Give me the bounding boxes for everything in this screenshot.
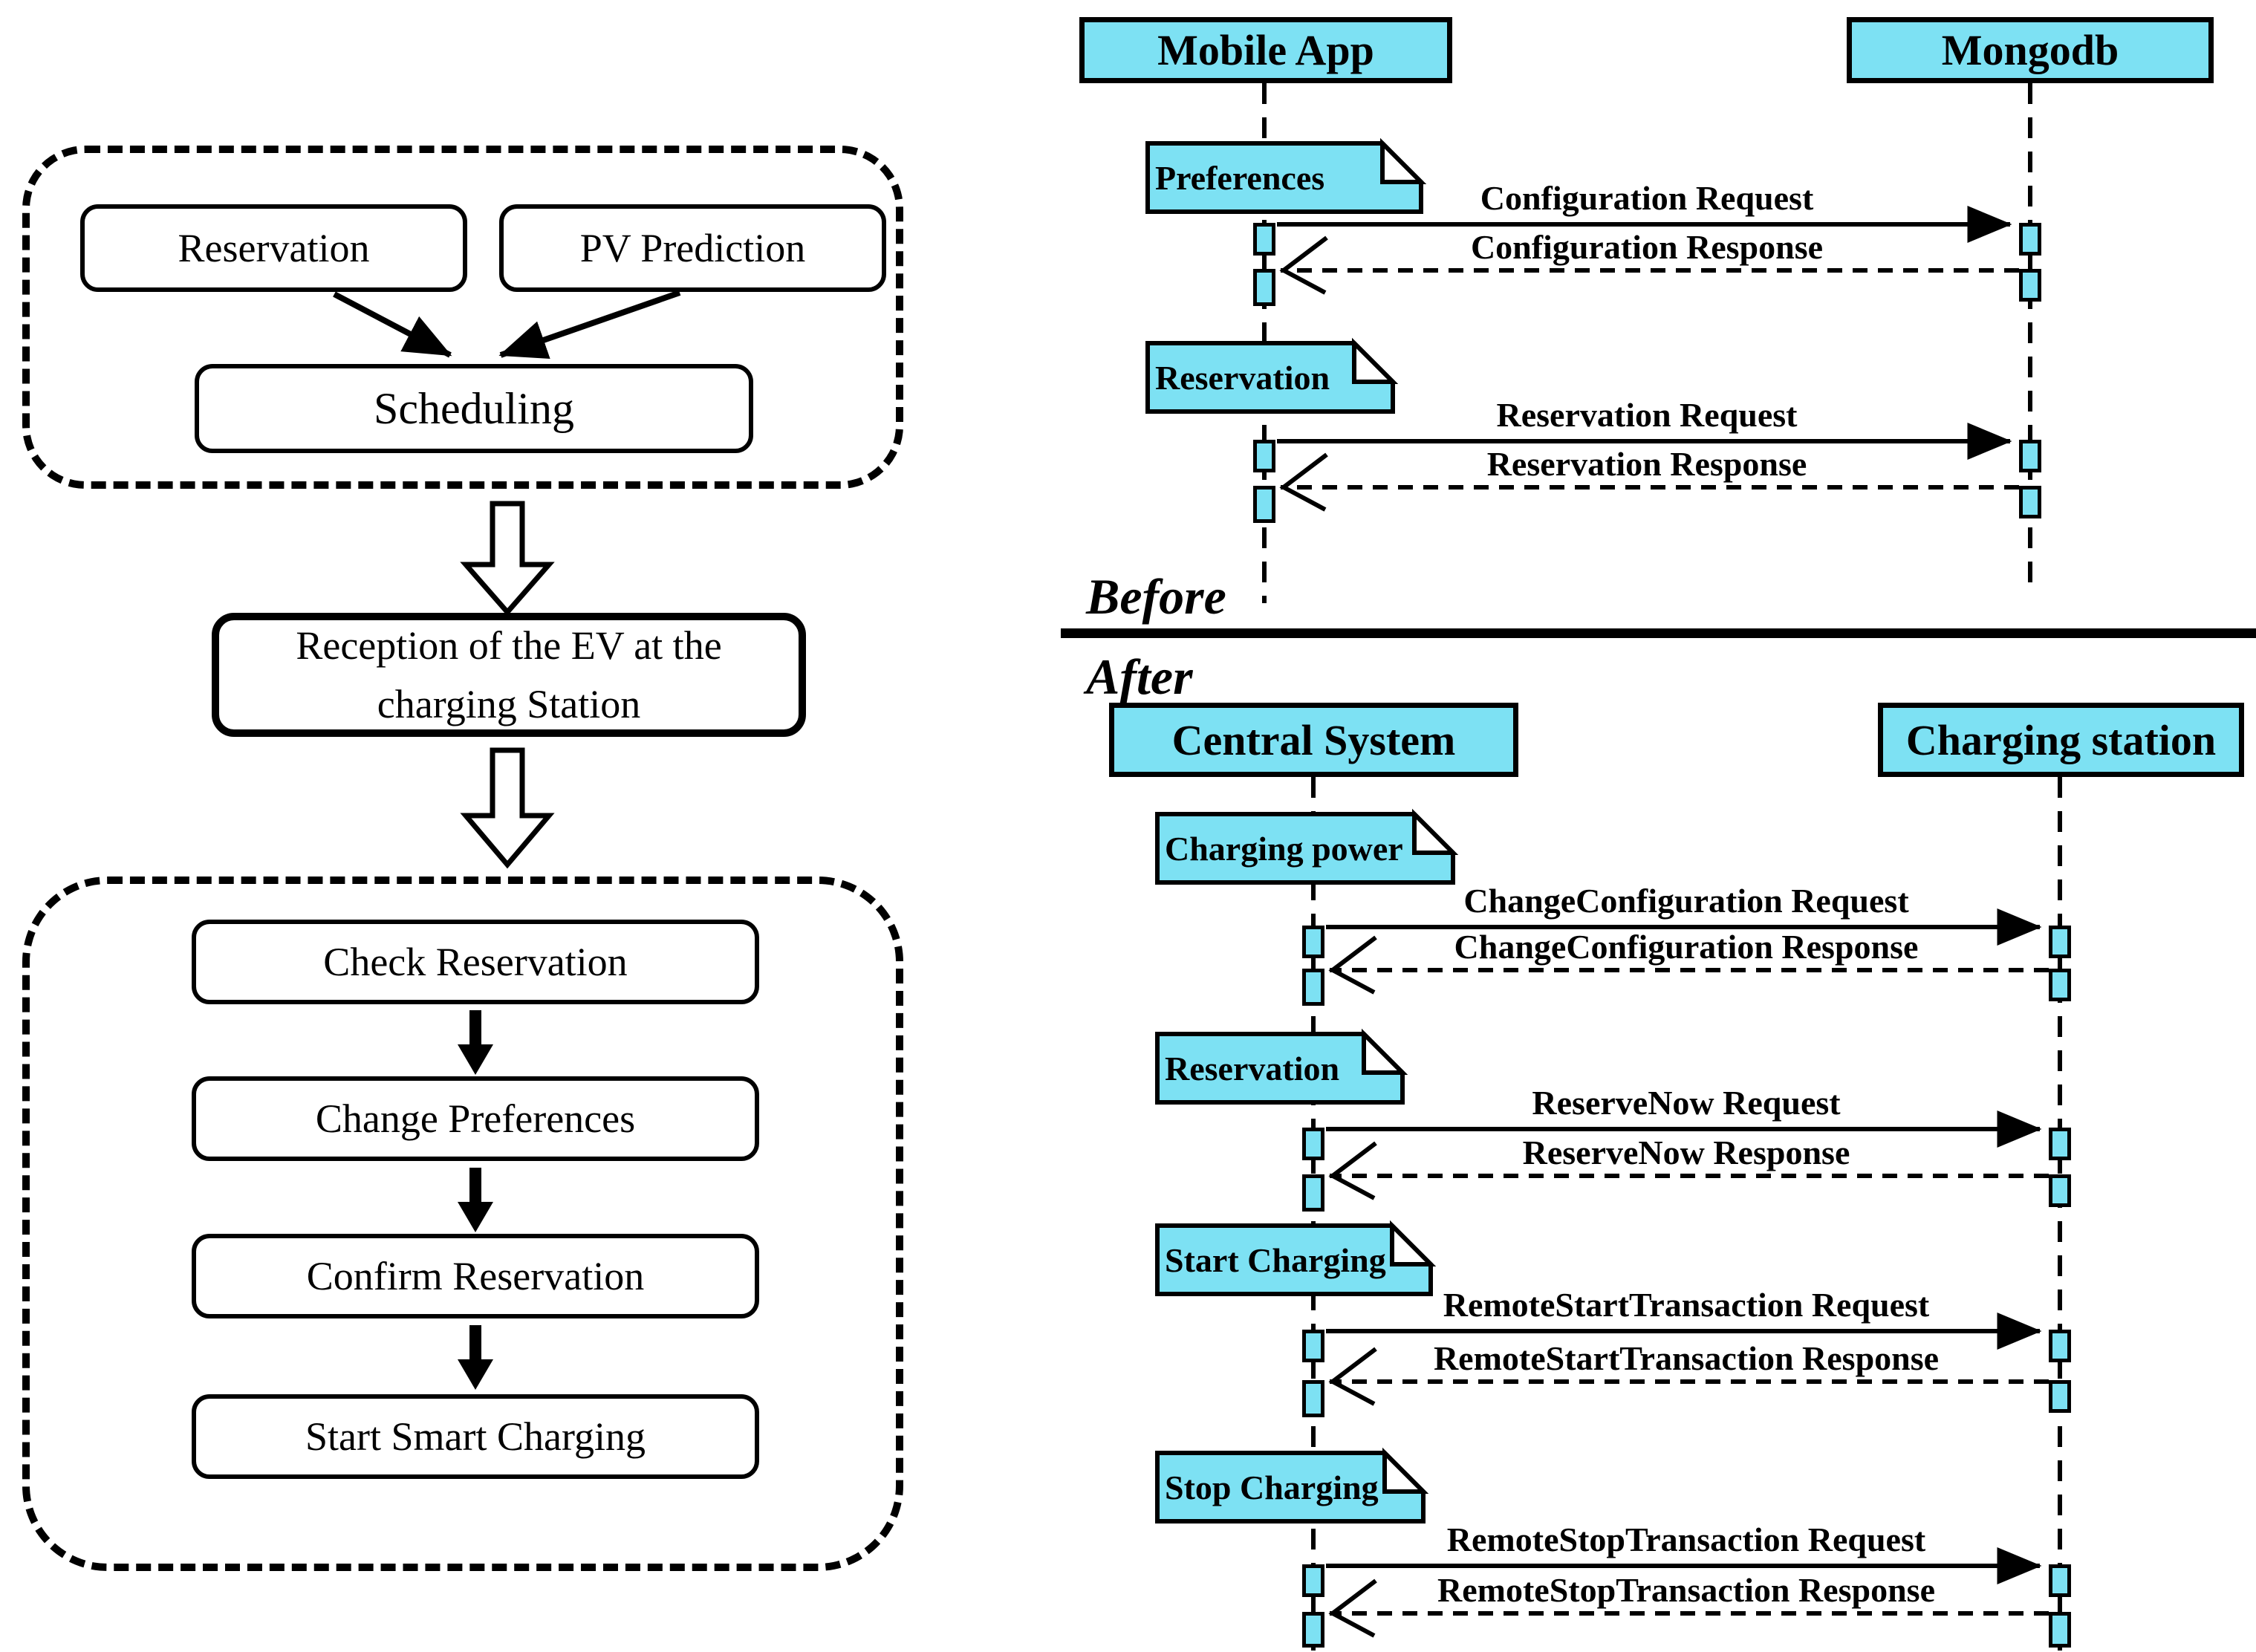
flow-box-start-smart-charging-label: Start Smart Charging [305,1414,646,1459]
note-label-charging-power: Charging power [1157,814,1453,882]
flow-box-change-preferences-label: Change Preferences [315,1096,636,1141]
activation-bar [1253,440,1275,472]
lifeline-head-central-system: Central System [1109,703,1518,777]
section-label-before: Before [1086,568,1226,625]
message-label-remotestarttransaction-request: RemoteStartTransaction Request [1443,1286,1930,1324]
message-label-remotestoptransaction-request: RemoteStopTransaction Request [1446,1521,1926,1558]
activation-bar [2049,926,2071,958]
note-label-reservation-after: Reservation [1157,1034,1402,1102]
note-label-charging-power-text: Charging power [1165,829,1403,868]
planning-group-container [22,146,903,489]
activation-bar [1302,969,1324,1006]
note-label-stop-charging: Stop Charging [1157,1453,1423,1521]
activation-bar [1253,486,1275,523]
flow-box-check-reservation-label: Check Reservation [323,939,628,984]
block-arrow-down-1 [460,501,555,617]
note-label-preferences-text: Preferences [1155,158,1325,197]
flow-box-confirm-reservation-label: Confirm Reservation [306,1253,645,1298]
activation-bar [1302,1330,1324,1362]
message-label-reservation-request: Reservation Request [1496,396,1798,434]
activation-bar [1302,1128,1324,1160]
arrival-group-container [22,877,903,1571]
lifeline-head-charging-station-label: Charging station [1905,715,2217,764]
activation-bar [1302,1612,1324,1648]
activation-bar [2049,1330,2071,1362]
flow-box-confirm-reservation: Confirm Reservation [192,1234,759,1318]
activation-bar [1302,1174,1324,1212]
flow-box-reception-label: Reception of the EV at the charging Stat… [296,623,722,726]
lifeline-head-mobile-app: Mobile App [1079,17,1452,83]
activation-bar [2019,440,2041,472]
lifeline-head-mobile-app-label: Mobile App [1157,26,1374,74]
before-after-divider [1061,628,2256,638]
message-label-remotestarttransaction-response: RemoteStartTransaction Response [1433,1339,1940,1377]
note-label-reservation-before-text: Reservation [1155,358,1330,397]
section-label-after: After [1086,648,1193,705]
message-label-remotestoptransaction-response: RemoteStopTransaction Response [1437,1571,1935,1609]
activation-bar [1302,926,1324,958]
activation-bar [2019,223,2041,256]
lifeline-head-mongodb-label: Mongodb [1941,26,2119,74]
activation-bar [2049,1128,2071,1160]
note-label-start-charging: Start Charging [1157,1226,1431,1294]
flow-box-reservation-label: Reservation [178,225,370,270]
activation-bar [2049,1380,2071,1413]
activation-bar [2049,969,2071,1001]
lifeline-head-mongodb: Mongodb [1847,17,2214,83]
flow-box-pv-prediction-label: PV Prediction [579,225,806,270]
activation-bar [1253,269,1275,306]
flow-box-pv-prediction: PV Prediction [499,204,886,292]
activation-bar [1302,1564,1324,1597]
message-label-configuration-request: Configuration Request [1480,179,1814,217]
flow-box-reception: Reception of the EV at the charging Stat… [212,613,806,737]
activation-bar [1302,1380,1324,1417]
flow-box-scheduling: Scheduling [195,364,753,453]
block-arrow-down-2 [460,747,555,869]
activation-bar [2049,1612,2071,1648]
flow-box-check-reservation: Check Reservation [192,920,759,1004]
note-label-reservation-before: Reservation [1148,343,1393,412]
message-label-reservenow-request: ReserveNow Request [1532,1084,1841,1122]
activation-bar [2049,1564,2071,1597]
message-label-changeconfiguration-request: ChangeConfiguration Request [1463,882,1909,920]
flow-box-start-smart-charging: Start Smart Charging [192,1394,759,1479]
note-label-start-charging-text: Start Charging [1165,1240,1386,1279]
flow-box-change-preferences: Change Preferences [192,1076,759,1161]
note-label-preferences: Preferences [1148,143,1421,212]
lifeline-head-charging-station: Charging station [1878,703,2244,777]
activation-bar [1253,223,1275,256]
message-label-changeconfiguration-response: ChangeConfiguration Response [1454,928,1919,966]
message-label-reservation-response: Reservation Response [1486,445,1807,483]
message-label-configuration-response: Configuration Response [1470,228,1824,266]
lifeline-head-central-system-label: Central System [1171,715,1456,764]
note-label-stop-charging-text: Stop Charging [1165,1468,1379,1506]
flow-box-scheduling-label: Scheduling [374,383,574,433]
message-label-reservenow-response: ReserveNow Response [1522,1134,1850,1171]
note-label-reservation-after-text: Reservation [1165,1049,1340,1087]
activation-bar [2019,486,2041,518]
activation-bar [2049,1174,2071,1207]
activation-bar [2019,269,2041,302]
flow-box-reservation: Reservation [80,204,467,292]
